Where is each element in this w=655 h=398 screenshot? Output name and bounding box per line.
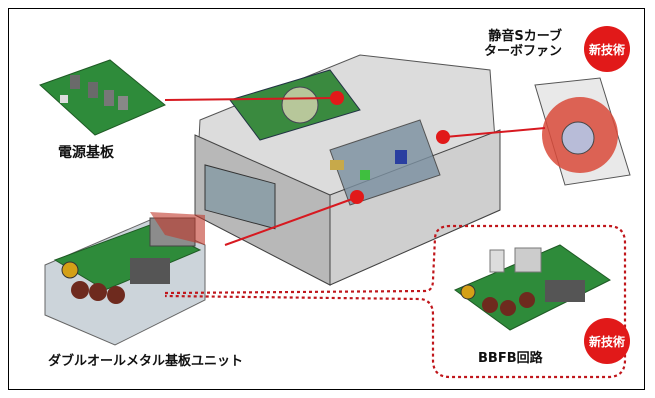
bbfb-circuit-illustration — [453, 244, 611, 331]
power-board-label: 電源基板 — [58, 145, 114, 161]
bbfb-circuit-label: BBFB回路 — [478, 351, 543, 366]
power-board-illustration — [39, 59, 166, 136]
new-tech-badge-top: 新技術 — [584, 26, 630, 72]
bbfb-dotted-callout — [164, 224, 627, 379]
callout-lines — [164, 97, 546, 246]
turbo-fan-illustration — [534, 77, 631, 186]
turbo-fan-label: 静音Sカーブ ターボファン — [484, 29, 563, 60]
turbo-fan-label-line1: 静音Sカーブ — [488, 29, 563, 44]
dual-board-unit-label: ダブルオールメタル基板ユニット — [48, 354, 244, 369]
new-tech-badge-bottom: 新技術 — [584, 318, 630, 364]
turbo-fan-label-line2: ターボファン — [484, 43, 563, 59]
dual-board-unit-illustration — [44, 212, 206, 346]
diagram-frame — [8, 8, 645, 390]
callout-dots — [330, 91, 450, 204]
chassis-illustration — [194, 54, 501, 286]
